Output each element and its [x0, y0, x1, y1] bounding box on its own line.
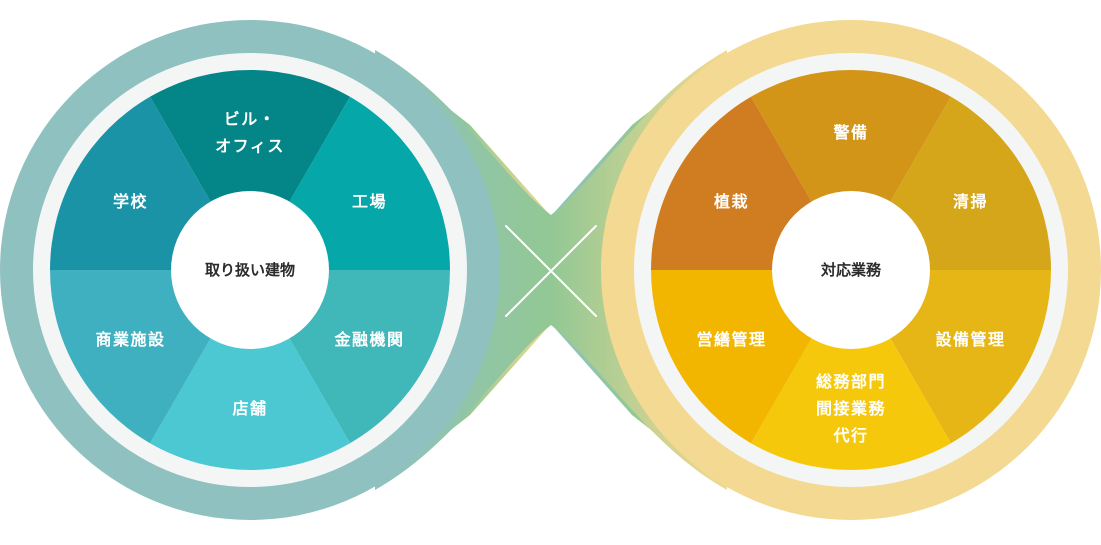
left-segment-label: 金融機関: [333, 330, 404, 349]
left-segment-label: ビル・オフィス: [215, 110, 285, 156]
cross-icon: [505, 225, 597, 317]
right-segment: [751, 270, 951, 471]
right-segment: [751, 69, 951, 270]
right-hub-label: 対応業務: [820, 261, 882, 279]
left-segment-label: 店舗: [232, 399, 267, 418]
left-hub: [171, 191, 329, 349]
left-segment-label: 学校: [113, 192, 148, 211]
right-segment-label: 設備管理: [935, 330, 1005, 349]
right-segment-label: 植栽: [713, 192, 749, 211]
left-segment: [150, 69, 350, 270]
left-segment-label: 商業施設: [95, 330, 165, 349]
right-segment-label: 営繕管理: [696, 330, 766, 349]
left-segment-label: 工場: [352, 192, 387, 211]
right-hub: [772, 191, 930, 349]
right-segment-label: 警備: [832, 123, 868, 142]
left-segment: [150, 270, 350, 471]
right-segment-label: 清掃: [953, 192, 988, 211]
left-hub-label: 取り扱い建物: [205, 261, 295, 279]
right-segment-label: 総務部門間接業務代行: [816, 372, 886, 445]
